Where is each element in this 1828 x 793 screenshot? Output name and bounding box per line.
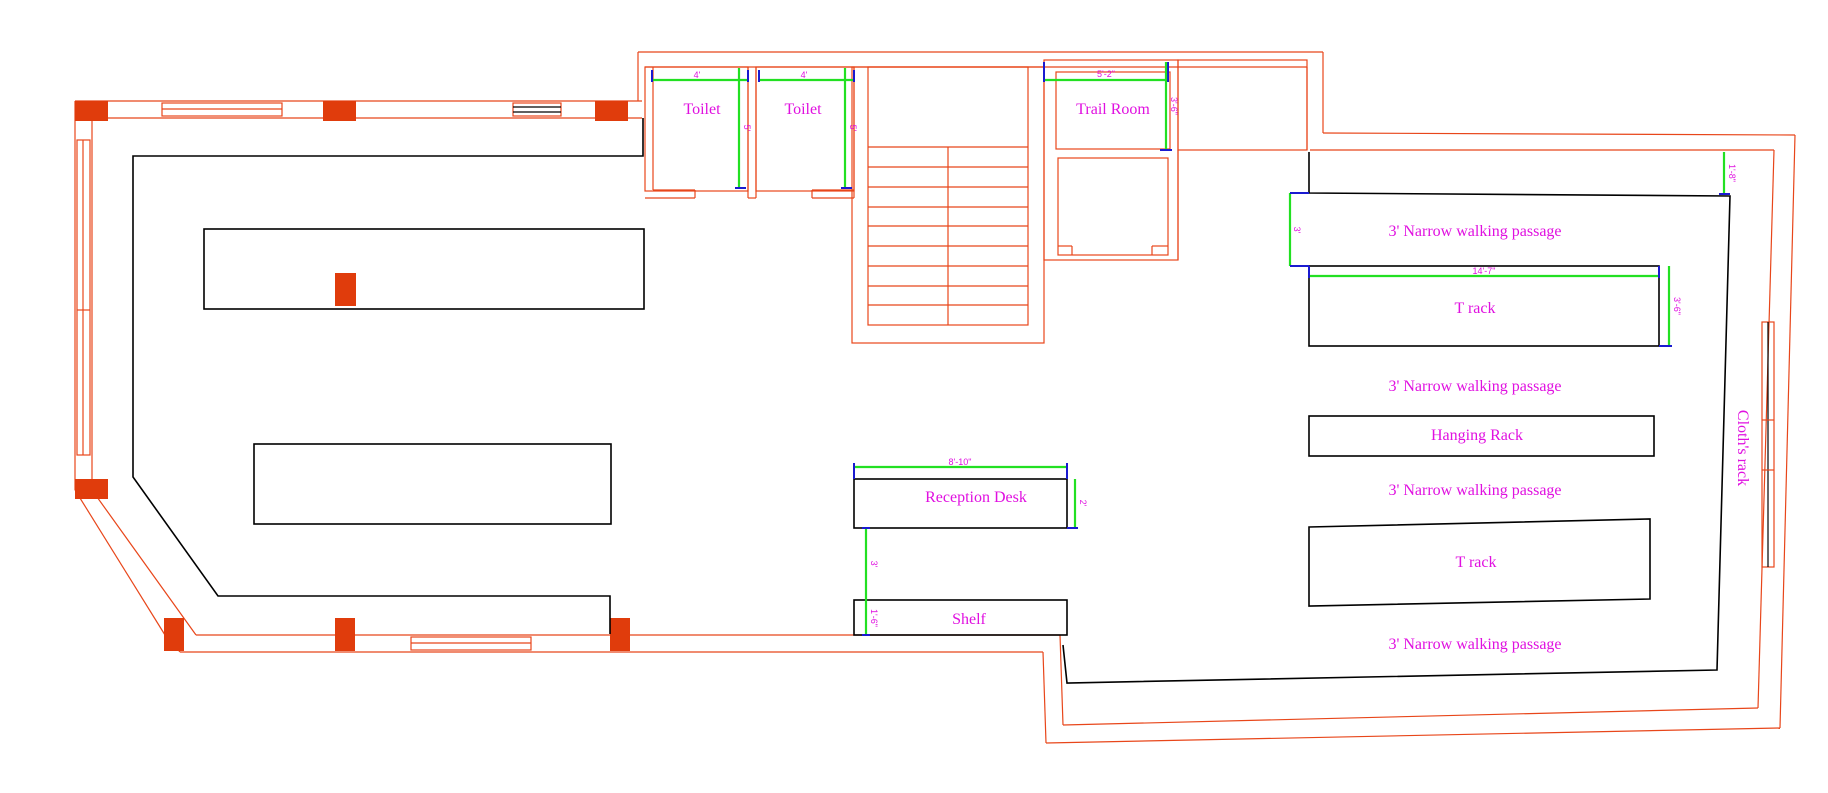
display-counters [203,228,645,525]
reception-desk-label: Reception Desk [925,489,1027,506]
passage-4-label: 3' Narrow walking passage [1388,636,1561,653]
shelf-label: Shelf [952,611,986,628]
toilet-2-label: Toilet [784,101,822,118]
column [595,101,628,121]
passage-1-label: 3' Narrow walking passage [1388,223,1561,240]
dim-reception-depth: 2' [1078,500,1088,507]
windows [76,102,1775,651]
column [335,618,355,651]
display-counter [253,443,612,525]
column [323,101,356,121]
trail-room-label: Trail Room [1076,101,1150,118]
trail-room [1043,59,1308,261]
column [164,618,184,651]
dimension-labels: 4' 5' 4' 5' 5'-2" 3'-6" 3' 14'-7" 3'-6" … [694,69,1737,627]
shelf [853,599,1068,636]
dim-desk-to-shelf: 3' [869,561,879,568]
toilet-1-label: Toilet [683,101,721,118]
reception-desk [853,478,1068,529]
dim-side-gap: 1'-8" [1727,164,1737,182]
dim-shelf-depth: 1'-6" [869,609,879,627]
dimension-lines [651,62,1730,636]
column [75,479,108,499]
passage-2-label: 3' Narrow walking passage [1388,378,1561,395]
floor-boundary [132,118,1731,684]
passage-3-label: 3' Narrow walking passage [1388,482,1561,499]
column [335,273,356,306]
t-rack-1 [1308,265,1660,347]
dim-reception-length: 8'-10" [949,457,972,467]
area-labels: Toilet Toilet Trail Room 3' Narrow walki… [683,101,1751,653]
dim-toilet-1-depth: 5' [742,125,752,132]
dim-passage-gap: 3' [1292,227,1302,234]
display-counter [203,228,645,310]
dim-toilet-2-depth: 5' [848,125,858,132]
column [610,618,630,651]
dim-t-rack-length: 14'-7" [1473,266,1496,276]
hanging-rack [1308,415,1655,457]
hanging-rack-label: Hanging Rack [1431,427,1523,444]
dim-toilet-2-width: 4' [801,70,808,80]
t-rack-1-label: T rack [1454,300,1495,317]
t-rack-2 [1308,518,1651,607]
cloths-rack-label: Cloth's rack [1734,410,1751,486]
dim-t-rack-depth: 3'-6" [1672,297,1682,315]
staircase [851,66,1045,344]
toilet-block [644,66,855,199]
dim-trail-room-width: 5'-2" [1097,69,1115,79]
columns [75,101,630,651]
t-rack-2-label: T rack [1455,554,1496,571]
dim-trail-room-depth: 3'-6" [1169,97,1179,115]
column [75,101,108,121]
dim-toilet-1-width: 4' [694,70,701,80]
